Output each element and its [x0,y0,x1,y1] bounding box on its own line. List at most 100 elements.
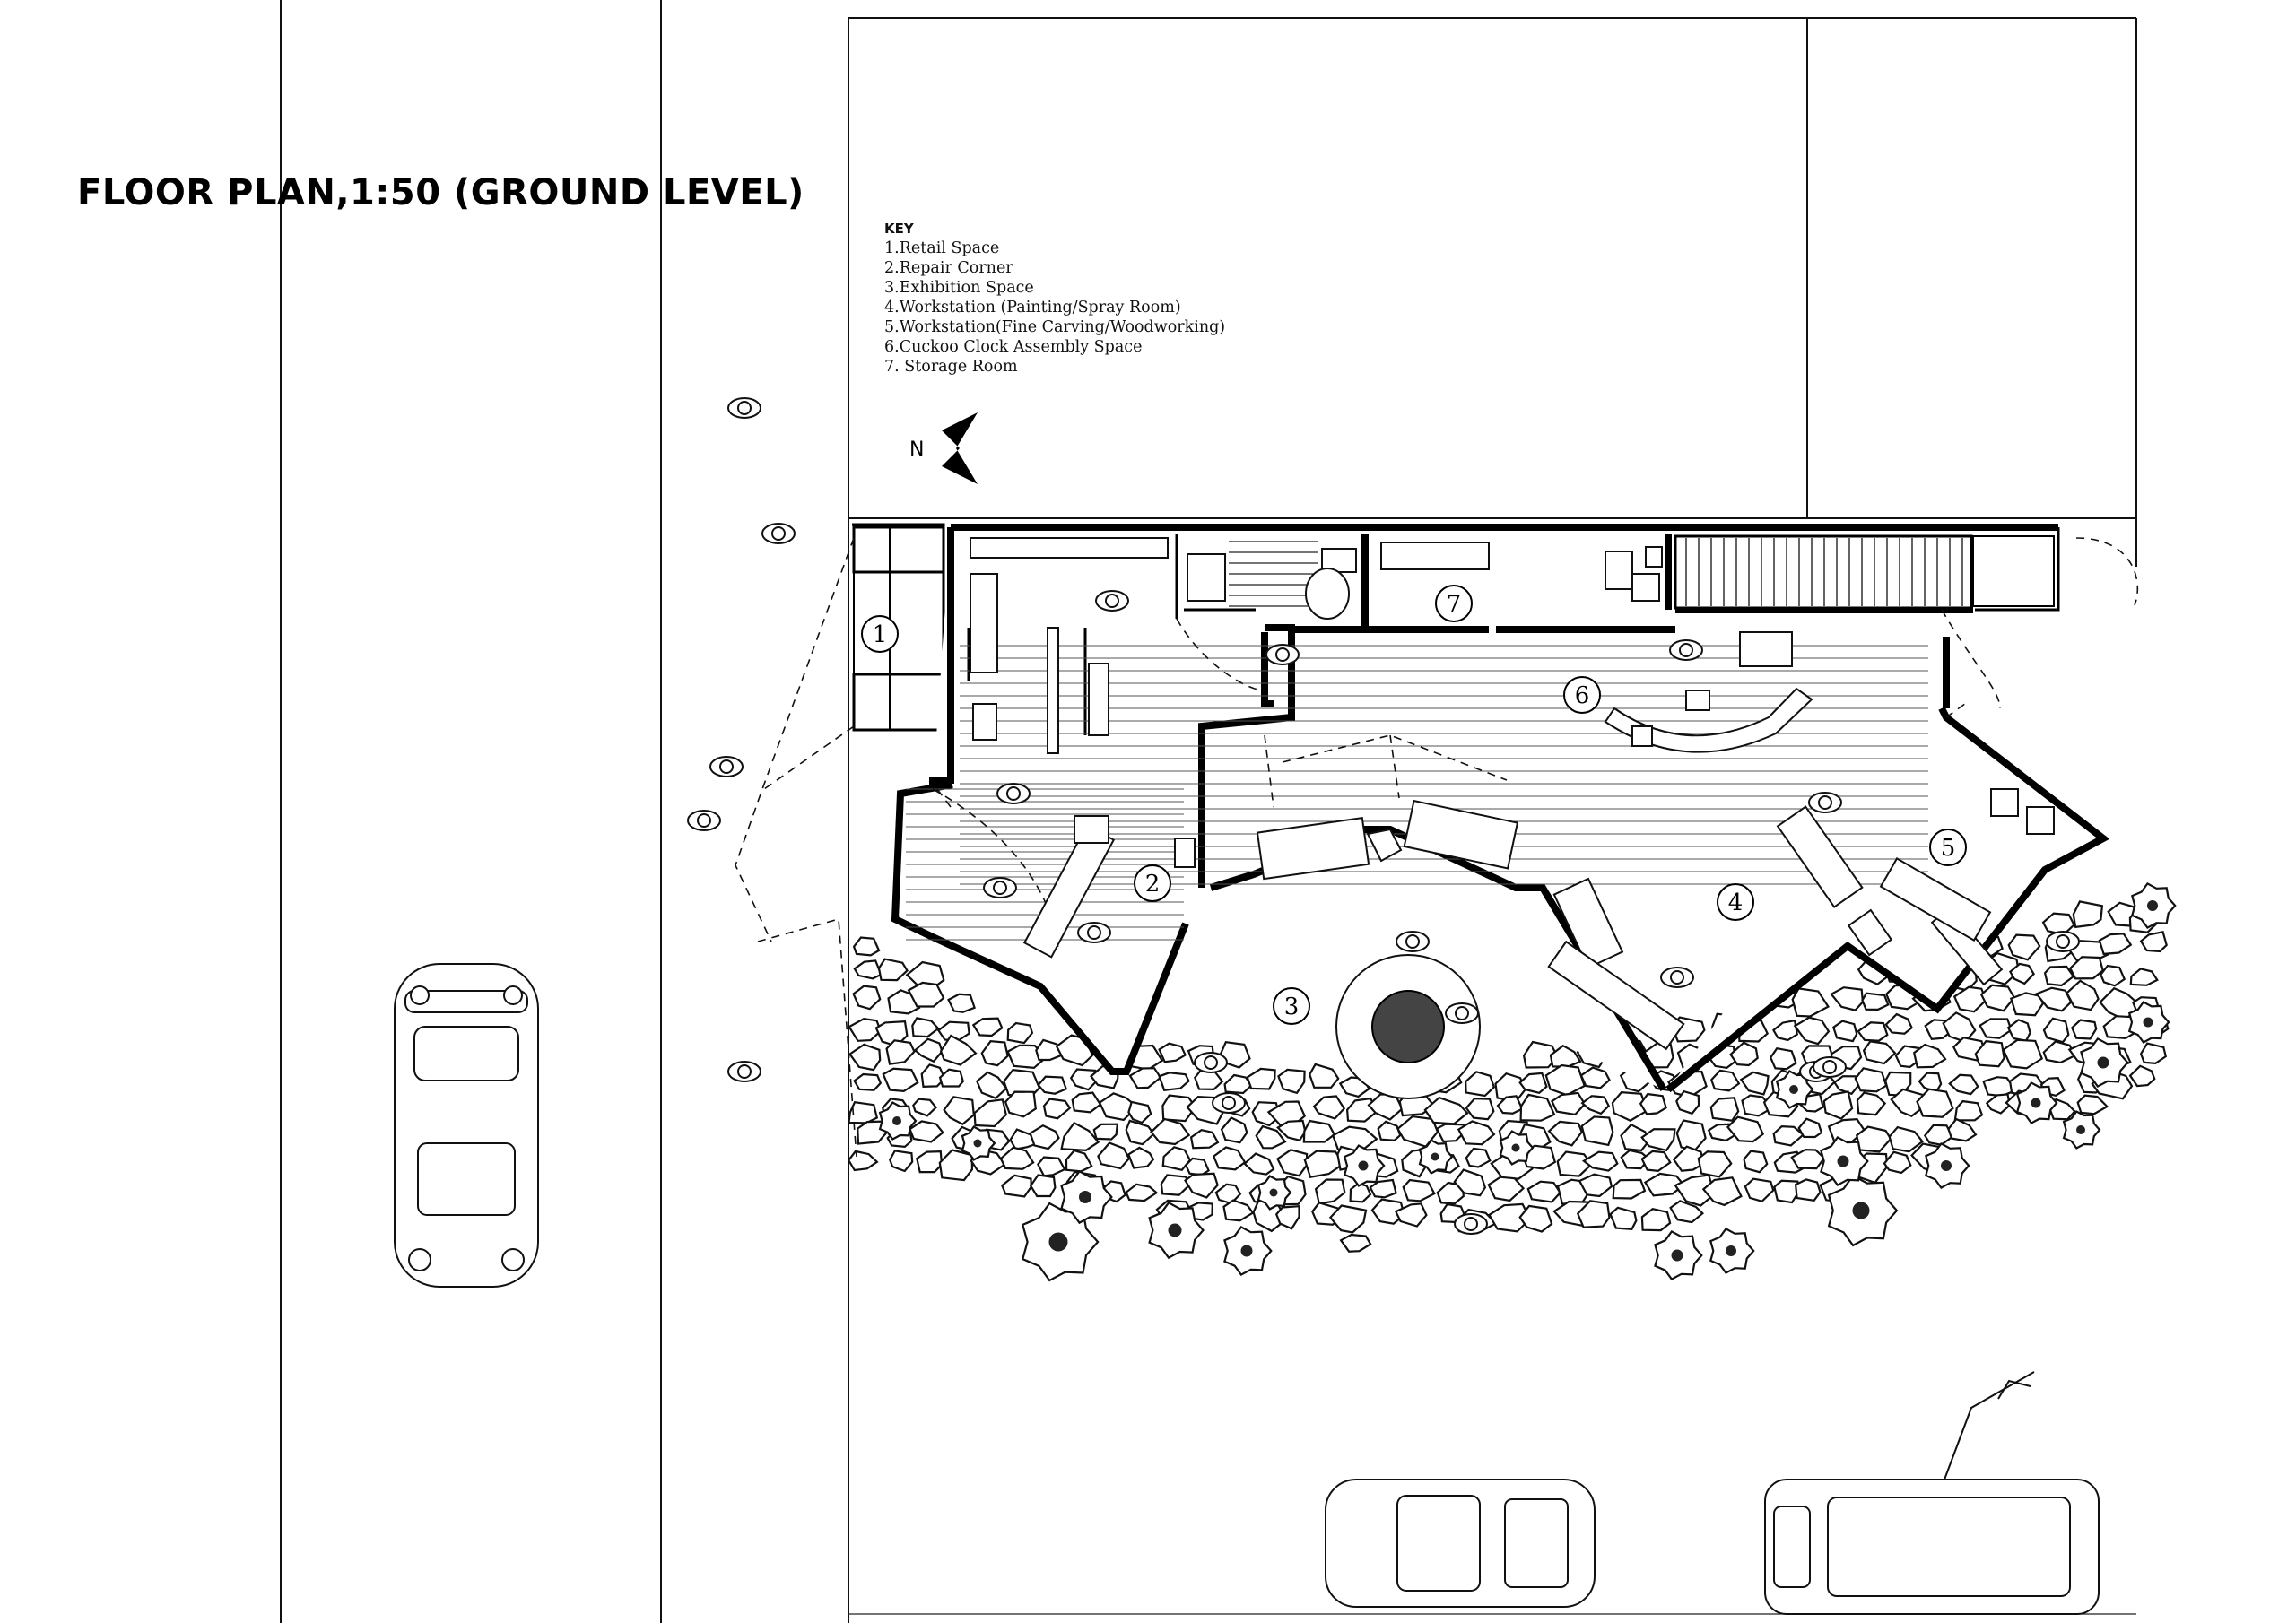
person-icon [1265,644,1300,665]
paving-stone [1435,1123,1465,1143]
paving-stone [907,981,945,1008]
paving-stone [1942,1011,1977,1044]
room-marker: 1 [861,615,899,653]
paving-stone [1369,1178,1397,1199]
paving-stone [1037,1075,1068,1095]
paving-stone [2008,962,2035,985]
paving-stone [1952,985,1987,1013]
paving-stone [1772,1124,1805,1147]
paving-stone [999,1146,1035,1170]
paving-stone [1578,1173,1613,1198]
tree-icon [961,1125,996,1161]
room-marker: 3 [1273,987,1310,1025]
paving-stone [1701,1176,1743,1207]
paving-stone [1097,1141,1131,1170]
person-icon [1669,639,1703,661]
paving-stone [1465,1147,1492,1168]
paving-stone [1856,1091,1887,1116]
paving-stone [1640,1208,1672,1232]
paving-stone [1830,986,1865,1011]
paving-stone [1675,1089,1700,1115]
paving-stone [1611,1091,1649,1122]
paving-stone [1857,1021,1889,1042]
paving-stone [1098,1092,1139,1122]
paving-stone [2070,1019,2098,1040]
paving-stone [1277,1068,1306,1095]
room-marker-label: 2 [1145,871,1161,898]
room-marker-label: 6 [1575,682,1590,709]
paving-stone [1791,987,1830,1018]
paving-stone [1709,1069,1741,1092]
tree-icon [2062,1110,2101,1150]
paving-stone [1251,1101,1281,1127]
paving-stone [1793,1016,1831,1046]
paving-stone [1519,1093,1556,1122]
paving-stone [1580,1095,1611,1115]
paving-stone [1465,1098,1495,1121]
paving-stone [909,1120,944,1143]
paving-stone [1550,1091,1587,1116]
paving-stone [1150,1117,1191,1146]
staircase [1229,538,1963,607]
person-icon [727,397,761,419]
paving-stone [1312,1095,1346,1120]
key-item: 7. Storage Room [884,358,1018,376]
paving-stone [1979,984,2016,1012]
paving-stone [1862,1040,1897,1065]
paving-stone [943,1096,975,1126]
paving-stone [1669,1200,1705,1224]
paving-stone [1522,1040,1560,1069]
paving-stone [947,993,976,1013]
paving-stone [1822,1090,1854,1120]
paving-stone [1308,1063,1340,1089]
paving-stone [975,1071,1008,1099]
room-marker: 5 [1929,829,1967,866]
tree-icon [1223,1225,1273,1277]
paving-stone [1883,1150,1912,1175]
paving-stone [1060,1121,1100,1152]
person-icon [1194,1052,1228,1073]
key-item: 3.Exhibition Space [884,279,1034,297]
tree-icon [2015,1081,2058,1124]
car-icon [394,963,539,1288]
paving-stone [1160,1174,1191,1196]
paving-stone [1979,1018,2013,1039]
paving-stone [973,1098,1008,1128]
paving-stone [1620,1123,1650,1152]
person-icon [1454,1213,1488,1235]
paving-stone [1453,1168,1487,1197]
paving-stone [1769,1046,1797,1071]
paving-stone [1854,1067,1888,1093]
tree-icon [1709,1227,1755,1275]
stone-paving [847,900,2170,1253]
north-arrow-icon: N [909,412,978,484]
paving-stone [1006,1021,1034,1045]
timber-floor [906,645,1928,941]
paving-stone [2139,931,2168,953]
paving-stone [2072,900,2104,929]
person-icon [1445,1002,1479,1024]
paving-stone [1161,1146,1192,1172]
paving-stone [1092,1123,1119,1141]
paving-stone [1947,1117,1978,1142]
paving-stone [1771,1019,1799,1042]
paving-stone [938,1068,965,1088]
dashed-lines [735,537,2139,1158]
paving-stone [1314,1178,1346,1205]
paving-stone [1672,1145,1706,1172]
paving-stone [1743,1150,1769,1174]
paving-stone [1709,1097,1740,1122]
paving-stone [1556,1150,1593,1177]
paving-stone [1912,1043,1947,1069]
paving-stone [1394,1202,1428,1228]
paving-stone [1612,1178,1647,1200]
paving-stone [1029,1174,1057,1198]
paving-stone [853,1072,883,1091]
paving-stone [1797,1117,1823,1139]
paving-stone [1246,1067,1276,1090]
paving-stone [852,936,881,957]
tree-icon [1924,1141,1970,1190]
paving-stone [852,985,882,1011]
paving-stone [913,1037,944,1063]
paving-stone [1773,1179,1801,1204]
